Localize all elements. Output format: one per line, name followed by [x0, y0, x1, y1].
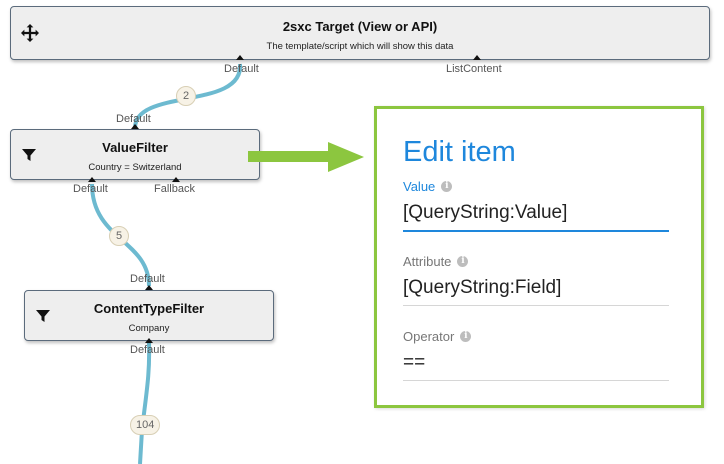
- valuefilter-in-port[interactable]: [131, 124, 139, 129]
- valuefilter-subtitle: Country = Switzerland: [88, 162, 182, 173]
- wire-source-to-contenttypefilter: [138, 342, 152, 464]
- operator-field-underline: [403, 380, 669, 381]
- contenttypefilter-subtitle: Company: [128, 323, 170, 334]
- target-in-port-listcontent[interactable]: [473, 55, 481, 60]
- connection-count-badge: 104: [130, 415, 161, 435]
- valuefilter-out-label-fallback: Fallback: [154, 183, 195, 195]
- attribute-field-input[interactable]: [QueryString:Field]: [403, 277, 562, 298]
- operator-field[interactable]: Operator i ==: [403, 329, 669, 381]
- target-in-port-default[interactable]: [236, 55, 244, 60]
- target-port-label-default: Default: [224, 63, 259, 75]
- value-field-input[interactable]: [QueryString:Value]: [403, 202, 568, 223]
- operator-field-input[interactable]: ==: [403, 352, 426, 373]
- contenttypefilter-out-port[interactable]: [145, 338, 153, 343]
- contenttypefilter-node[interactable]: ContentTypeFilter Company: [24, 290, 274, 341]
- contenttypefilter-in-port-label: Default: [130, 273, 165, 285]
- contenttypefilter-title: ContentTypeFilter: [93, 301, 205, 316]
- valuefilter-out-port-default[interactable]: [88, 177, 96, 182]
- target-node[interactable]: 2sxc Target (View or API) The template/s…: [10, 6, 710, 60]
- info-icon[interactable]: i: [441, 181, 453, 192]
- green-arrow-icon: [248, 142, 364, 172]
- contenttypefilter-in-port[interactable]: [145, 285, 153, 290]
- info-icon[interactable]: i: [457, 256, 469, 267]
- edit-item-heading: Edit item: [403, 136, 516, 168]
- valuefilter-out-label-default: Default: [73, 183, 108, 195]
- valuefilter-node[interactable]: ValueFilter Country = Switzerland: [10, 129, 260, 180]
- move-arrows-icon: [21, 24, 39, 42]
- valuefilter-title: ValueFilter: [102, 140, 168, 155]
- connection-count-badge: 2: [176, 86, 196, 106]
- value-field-label: Value i: [403, 179, 669, 194]
- filter-icon: [36, 309, 50, 322]
- filter-icon: [22, 148, 36, 161]
- value-field-underline: [403, 230, 669, 232]
- target-subtitle: The template/script which will show this…: [266, 41, 454, 52]
- valuefilter-in-port-label: Default: [116, 113, 151, 125]
- value-field[interactable]: Value i [QueryString:Value]: [403, 179, 669, 232]
- connection-count-badge: 5: [109, 226, 129, 246]
- info-icon[interactable]: i: [460, 331, 472, 342]
- target-port-label-listcontent: ListContent: [446, 63, 502, 75]
- valuefilter-out-port-fallback[interactable]: [172, 177, 180, 182]
- operator-field-label: Operator i: [403, 329, 669, 344]
- attribute-field[interactable]: Attribute i [QueryString:Field]: [403, 254, 669, 306]
- contenttypefilter-out-port-label: Default: [130, 344, 165, 356]
- target-title: 2sxc Target (View or API): [282, 19, 438, 34]
- attribute-field-underline: [403, 305, 669, 306]
- edit-item-panel: Edit item Value i [QueryString:Value] At…: [374, 106, 704, 408]
- attribute-field-label: Attribute i: [403, 254, 669, 269]
